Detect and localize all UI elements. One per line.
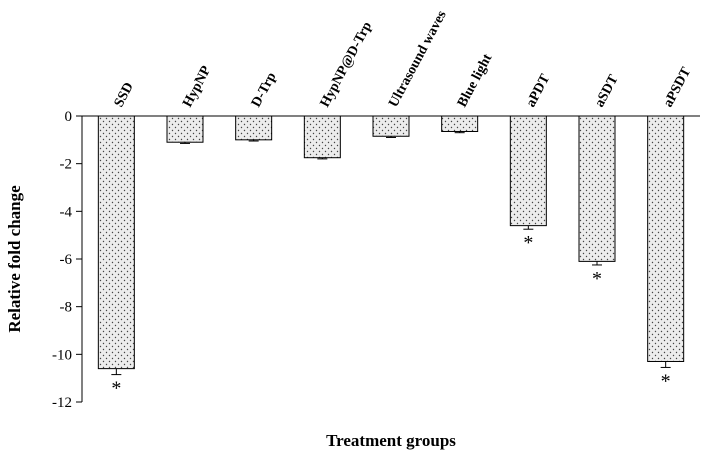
bar-ultrasound-waves: [372, 115, 410, 137]
y-ticks-group: 0 -2 -4 -6 -8 -10 -12: [52, 109, 82, 411]
y-axis-label: Relative fold change: [5, 185, 24, 333]
bar-blue-light: [441, 115, 479, 132]
category-label: Ultrasound waves: [386, 8, 450, 110]
category-label: aSDT: [592, 72, 622, 110]
significance-star: *: [523, 232, 533, 254]
category-label: aPSDT: [661, 64, 695, 109]
y-tick-label: -2: [60, 157, 73, 173]
bar-hypnp-d-trp: [303, 115, 341, 159]
bar-asdt: [578, 115, 616, 262]
category-label: Blue light: [455, 51, 496, 110]
significance-star: *: [592, 268, 602, 290]
y-tick-label: -4: [60, 204, 73, 220]
bar-apsdt: [647, 115, 685, 362]
bar-hypnp: [166, 115, 204, 143]
x-axis-label: Treatment groups: [326, 431, 456, 450]
bar-ssd: [97, 115, 135, 370]
y-tick-label: -10: [52, 347, 72, 363]
bars-group: [97, 115, 685, 376]
category-label: HypNP@D-Trp: [318, 19, 376, 110]
y-tick-label: 0: [65, 109, 73, 125]
category-label: aPDT: [524, 71, 554, 110]
significance-star: *: [111, 378, 121, 400]
bar-apdt: [509, 115, 547, 227]
significance-markers-group: * * * *: [111, 232, 670, 399]
significance-star: *: [661, 370, 671, 392]
y-tick-label: -6: [60, 252, 73, 268]
y-tick-label: -12: [52, 395, 72, 411]
bar-d-trp: [235, 115, 273, 141]
category-label: D-Trp: [249, 70, 280, 110]
category-label: SSD: [112, 80, 137, 110]
y-tick-label: -8: [60, 300, 73, 316]
category-label: HypNP: [180, 63, 214, 110]
